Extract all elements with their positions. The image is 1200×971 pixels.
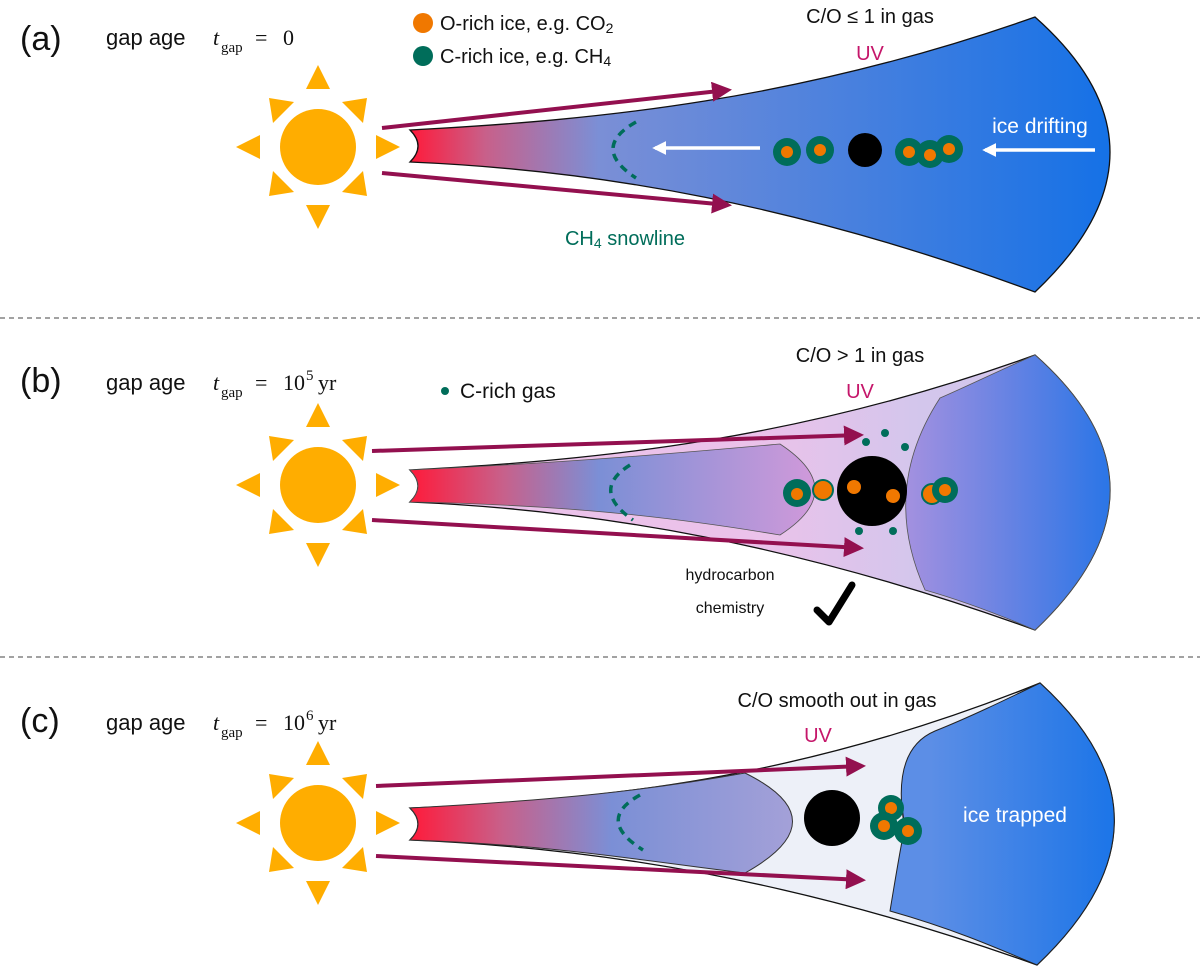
svg-text:5: 5 (306, 368, 314, 384)
svg-text:yr: yr (318, 370, 337, 395)
svg-text:gap: gap (221, 385, 243, 401)
ch4-snowline (616, 793, 644, 852)
uv-arrow-upper (381, 81, 732, 130)
uv-arrow-lower (371, 518, 864, 558)
uv-arrow-upper (375, 756, 866, 788)
ch4-snowline (609, 463, 635, 522)
svg-text:t: t (213, 710, 220, 735)
co-ratio-label: C/O smooth out in gas (738, 690, 937, 712)
planet (837, 456, 907, 526)
c-rich-gas-particles (855, 429, 909, 535)
c-rich-ice-swatch (413, 46, 433, 66)
uv-arrow-lower (381, 171, 732, 214)
c-rich-gas-legend: C-rich gas (460, 380, 556, 403)
disk (408, 682, 1115, 966)
legend: O-rich ice, e.g. CO2 C-rich ice, e.g. CH… (413, 13, 614, 69)
disk (408, 354, 1111, 631)
outer-disk (905, 354, 1111, 631)
svg-text:10: 10 (283, 710, 305, 735)
uv-arrow-upper (371, 425, 864, 453)
gap-age-label: gap age t gap = 10 6 yr (106, 708, 337, 741)
hydrocarbon-label-line2: chemistry (696, 600, 764, 617)
svg-text:gap age: gap age (106, 370, 186, 395)
c-rich-gas-swatch (441, 387, 449, 395)
svg-text:O-rich ice, e.g. CO2: O-rich ice, e.g. CO2 (440, 13, 614, 36)
outer-disk (889, 682, 1115, 966)
sun-icon (236, 403, 400, 567)
svg-text:=: = (255, 370, 267, 395)
ice-drifting-label: ice drifting (992, 115, 1088, 138)
hydrocarbon-label-line1: hydrocarbon (686, 567, 775, 584)
svg-text:0: 0 (283, 25, 294, 50)
sun-icon (236, 741, 400, 905)
gap-age-label: gap age t gap = 0 (106, 25, 294, 56)
uv-label: UV (856, 43, 884, 65)
planet (804, 790, 860, 846)
check-icon (813, 581, 856, 626)
o-rich-ice-swatch (413, 13, 433, 33)
svg-text:gap age: gap age (106, 25, 186, 50)
svg-text:yr: yr (318, 710, 337, 735)
svg-text:gap age: gap age (106, 710, 186, 735)
inner-disk (409, 443, 816, 536)
panel-label: (c) (20, 702, 60, 740)
svg-text:C-rich ice, e.g. CH4: C-rich ice, e.g. CH4 (440, 46, 611, 69)
sun-icon (236, 65, 400, 229)
panel-a: (a) gap age t gap = 0 O-rich ice, e.g. C… (20, 6, 1111, 293)
svg-text:gap: gap (221, 725, 243, 741)
panel-label: (b) (20, 362, 62, 400)
co-ratio-label: C/O ≤ 1 in gas (806, 6, 934, 28)
svg-text:t: t (213, 25, 220, 50)
ice-grains (870, 795, 922, 845)
svg-text:=: = (255, 25, 267, 50)
snowline-label: CH4 snowline (565, 228, 685, 251)
svg-text:6: 6 (306, 708, 314, 724)
panel-label: (a) (20, 20, 62, 58)
svg-text:10: 10 (283, 370, 305, 395)
co-ratio-label: C/O > 1 in gas (796, 345, 924, 367)
panel-c: (c) gap age t gap = 10 6 yr C/O smooth o… (20, 682, 1115, 966)
uv-label: UV (846, 381, 874, 403)
uv-arrow-lower (375, 854, 866, 890)
ice-grains (773, 135, 963, 168)
uv-label: UV (804, 725, 832, 747)
svg-text:gap: gap (221, 40, 243, 56)
gap-age-label: gap age t gap = 10 5 yr (106, 368, 337, 401)
svg-text:=: = (255, 710, 267, 735)
ice-grains (783, 477, 958, 507)
panel-b: (b) gap age t gap = 10 5 yr C-rich gas C… (20, 345, 1111, 631)
ice-trapped-label: ice trapped (963, 804, 1067, 827)
planet (848, 133, 882, 167)
inner-disk (408, 772, 793, 874)
svg-text:t: t (213, 370, 220, 395)
